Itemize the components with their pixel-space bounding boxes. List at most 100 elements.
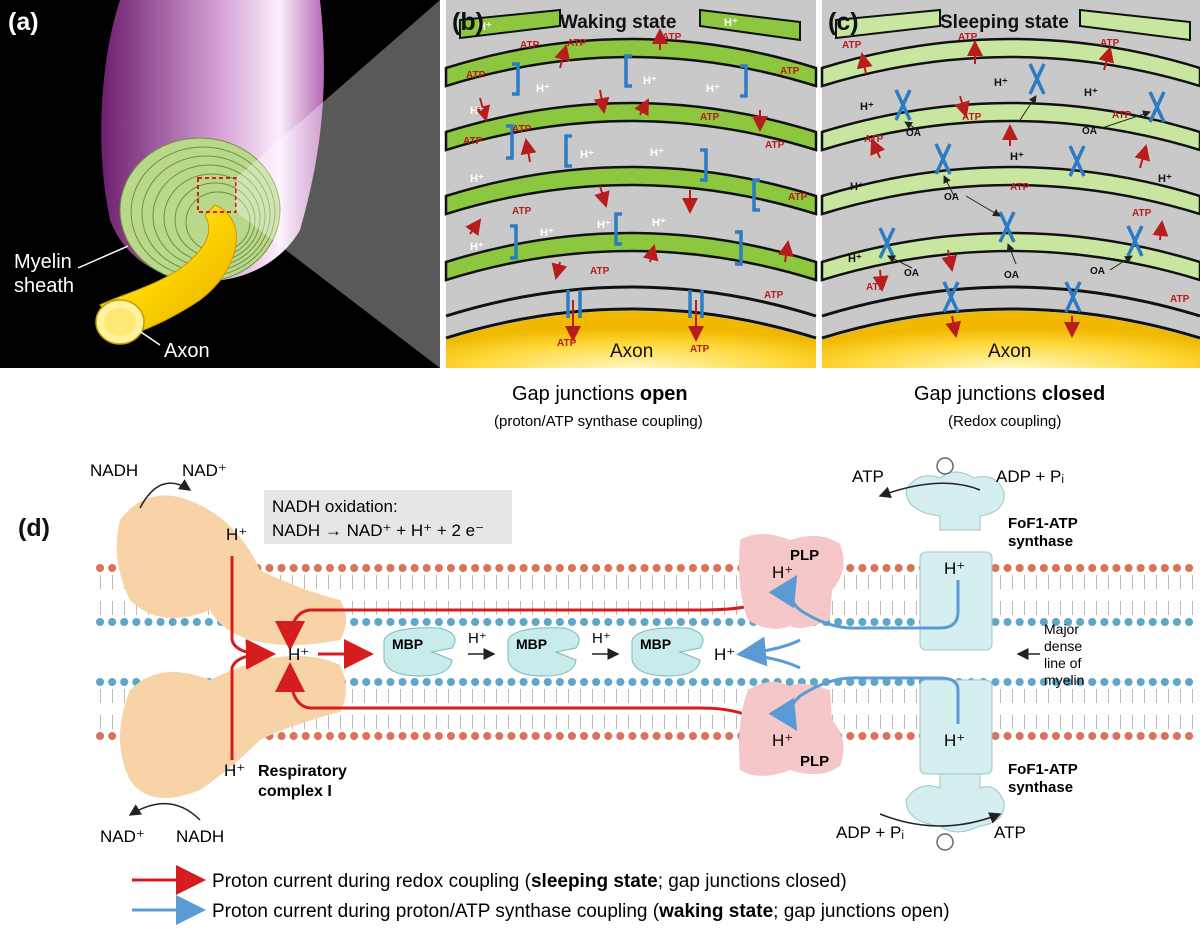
mbp-2: MBP	[507, 627, 580, 677]
synthase-upper-2: synthase	[1008, 533, 1073, 550]
caption-c: Gap junctions closed (Redox coupling)	[914, 383, 1105, 430]
h-plus-mbp-1: H⁺	[468, 630, 487, 647]
legend-blue-text: Proton current during proton/ATP synthas…	[212, 901, 950, 922]
svg-text:ATP: ATP	[512, 206, 532, 217]
blue-proton-current	[736, 574, 960, 732]
svg-text:MBP: MBP	[516, 636, 547, 652]
complex-i-label-1: Respiratory	[258, 763, 347, 780]
panel-d: (d) NADH oxidation: NADH → NAD⁺ + H⁺ + 2…	[18, 457, 1200, 851]
svg-text:ATP: ATP	[1170, 294, 1190, 305]
mbp-3: MBP	[631, 627, 704, 677]
svg-text:ATP: ATP	[765, 140, 785, 151]
svg-text:H⁺: H⁺	[1084, 87, 1098, 99]
nad-plus-bottom: NAD⁺	[100, 827, 145, 846]
svg-text:MBP: MBP	[392, 636, 423, 652]
legend-red-text: Proton current during redox coupling (sl…	[212, 871, 847, 892]
h-plus-plp-lower: H⁺	[772, 731, 793, 750]
panel-b-proton-labels: H⁺H⁺ H⁺H⁺ H⁺H⁺ H⁺H⁺ H⁺H⁺ H⁺H⁺ H⁺	[470, 17, 738, 253]
myelin-callout-line	[77, 245, 129, 269]
svg-text:ATP: ATP	[512, 124, 532, 135]
caption-b-bold: open	[640, 383, 688, 405]
panel-a: (a) Myelin sheath Axon	[0, 0, 440, 368]
svg-text:Gap junctions open: Gap junctions open	[512, 383, 688, 405]
svg-text:ATP: ATP	[962, 112, 982, 123]
nad-plus-top: NAD⁺	[182, 461, 227, 480]
nadh-oxidation-title: NADH oxidation:	[272, 497, 398, 516]
svg-text:ATP: ATP	[700, 112, 720, 123]
svg-text:H⁺: H⁺	[1010, 151, 1024, 163]
atp-synthase-lower	[905, 679, 1005, 833]
rotation-icon-top	[936, 457, 954, 475]
major-dense-line-3: line of	[1044, 655, 1081, 671]
svg-text:H⁺: H⁺	[470, 173, 484, 185]
svg-text:ATP: ATP	[1132, 208, 1152, 219]
panel-c-tag: (c)	[828, 8, 859, 36]
svg-text:OA: OA	[1082, 126, 1097, 137]
panel-c-axon	[822, 311, 1200, 368]
nadh-bottom: NADH	[176, 827, 224, 846]
atp-synthesis-top-arrow	[878, 482, 981, 499]
panel-b-axon	[446, 311, 816, 368]
svg-text:ATP: ATP	[466, 70, 486, 81]
svg-text:H⁺: H⁺	[470, 241, 484, 253]
adp-pi-bottom: ADP + Pᵢ	[836, 823, 904, 842]
atp-synthesis-bottom-arrow	[879, 812, 1002, 827]
svg-text:H⁺: H⁺	[652, 217, 666, 229]
svg-text:ATP: ATP	[958, 32, 978, 43]
legend: Proton current during redox coupling (sl…	[132, 865, 950, 925]
svg-text:ATP: ATP	[788, 192, 808, 203]
axon-label: Axon	[164, 340, 210, 362]
adp-pi-top: ADP + Pᵢ	[996, 467, 1064, 486]
svg-text:ATP: ATP	[864, 134, 884, 145]
panel-c-atp-arrows	[856, 40, 1169, 338]
svg-text:ATP: ATP	[567, 38, 587, 49]
myelin-label-1: Myelin	[14, 251, 72, 273]
svg-text:H⁺: H⁺	[1158, 173, 1172, 185]
h-plus-synthase-lower: H⁺	[944, 731, 965, 750]
svg-text:H⁺: H⁺	[848, 253, 862, 265]
atp-synthase-upper	[905, 471, 1005, 651]
h-plus-mbp-3: H⁺	[714, 645, 735, 664]
major-dense-line-4: myelin	[1044, 672, 1084, 688]
h-plus-plp-upper: H⁺	[772, 563, 793, 582]
panel-a-tag: (a)	[8, 8, 39, 36]
panel-b-title: Waking state	[560, 12, 677, 33]
myelin-rings	[119, 137, 281, 283]
svg-text:ATP: ATP	[780, 66, 800, 77]
svg-text:ATP: ATP	[1100, 38, 1120, 49]
svg-text:H⁺: H⁺	[580, 149, 594, 161]
atp-top: ATP	[852, 467, 884, 486]
caption-c-text: Gap junctions	[914, 383, 1036, 405]
synthase-upper-1: FoF1-ATP	[1008, 515, 1078, 532]
svg-text:H⁺: H⁺	[994, 77, 1008, 89]
svg-text:OA: OA	[904, 268, 919, 279]
caption-c-bold: closed	[1042, 383, 1105, 405]
panel-c-axon-label: Axon	[988, 341, 1031, 362]
panel-b-tag: (b)	[452, 8, 484, 36]
svg-text:H⁺: H⁺	[724, 17, 738, 29]
major-dense-line-2: dense	[1044, 638, 1082, 654]
axon-core	[104, 308, 136, 336]
complex-i-label-2: complex I	[258, 783, 332, 800]
nadh-top-arrow	[139, 479, 192, 509]
svg-text:H⁺: H⁺	[650, 147, 664, 159]
nadh-oxidation-equation: NADH → NAD⁺ + H⁺ + 2 e⁻	[272, 521, 484, 540]
panel-b-myelin-layers	[444, 8, 818, 282]
svg-text:ATP: ATP	[690, 344, 710, 355]
panel-c-proton-labels: H⁺ H⁺ H⁺ H⁺ H⁺ H⁺ H⁺	[848, 77, 1172, 265]
svg-text:H⁺: H⁺	[850, 181, 864, 193]
svg-text:H⁺: H⁺	[860, 101, 874, 113]
h-plus-complex-top: H⁺	[226, 525, 247, 544]
svg-text:ATP: ATP	[866, 282, 886, 293]
caption-c-sub: (Redox coupling)	[948, 413, 1061, 430]
synthase-lower-2: synthase	[1008, 779, 1073, 796]
svg-text:ATP: ATP	[557, 338, 577, 349]
caption-b-sub: (proton/ATP synthase coupling)	[494, 413, 703, 430]
svg-text:OA: OA	[1004, 270, 1019, 281]
panel-c-title: Sleeping state	[940, 12, 1069, 33]
svg-text:ATP: ATP	[662, 32, 682, 43]
nadh-bottom-arrow	[128, 803, 201, 821]
